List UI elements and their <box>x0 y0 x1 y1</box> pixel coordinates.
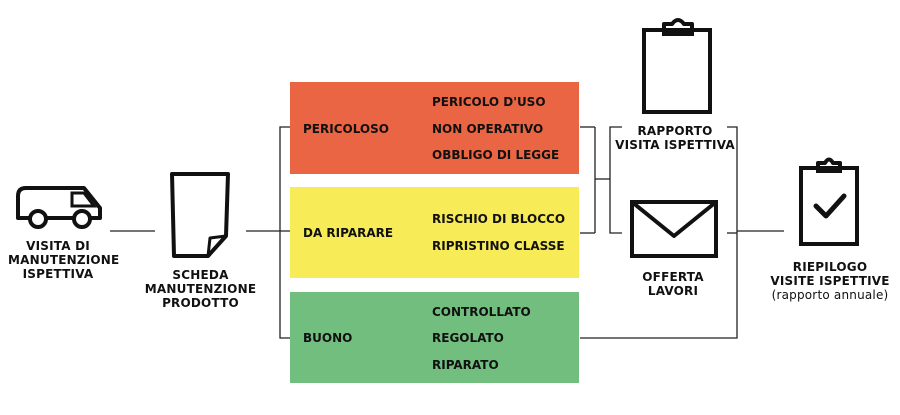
category-item: REGOLATO <box>432 331 504 345</box>
category-name: BUONO <box>303 331 353 345</box>
document-icon <box>170 172 230 258</box>
report-label: RAPPORTO VISITA ISPETTIVA <box>605 124 745 152</box>
sheet-label-line1: SCHEDA <box>172 268 229 282</box>
summary-note: (rapporto annuale) <box>771 288 889 302</box>
van-icon <box>16 186 102 229</box>
summary-label: RIEPILOGO VISITE ISPETTIVE (rapporto ann… <box>764 260 896 302</box>
visit-label-line1: VISITA DI <box>26 239 90 253</box>
report-label-line1: RAPPORTO <box>637 124 713 138</box>
offer-label-line1: OFFERTA <box>642 270 704 284</box>
category-item: CONTROLLATO <box>432 305 531 319</box>
summary-label-line2: VISITE ISPETTIVE <box>770 274 890 288</box>
category-box-good: BUONO CONTROLLATO REGOLATO RIPARATO <box>290 292 579 383</box>
envelope-icon <box>630 200 718 258</box>
report-label-line2: VISITA ISPETTIVA <box>615 138 735 152</box>
clipboard-check-icon <box>799 157 859 246</box>
summary-label-line1: RIEPILOGO <box>792 260 868 274</box>
visit-label-line2: MANUTENZIONE <box>8 253 120 267</box>
clipboard-icon <box>642 18 712 114</box>
category-item: NON OPERATIVO <box>432 122 544 136</box>
offer-label-line2: LAVORI <box>647 284 699 298</box>
category-name: DA RIPARARE <box>303 226 394 240</box>
sheet-label: SCHEDA MANUTENZIONE PRODOTTO <box>143 268 258 310</box>
offer-label: OFFERTA LAVORI <box>618 270 728 298</box>
category-box-to-repair: DA RIPARARE RISCHIO DI BLOCCO RIPRISTINO… <box>290 187 579 278</box>
visit-label-line3: ISPETTIVA <box>22 267 94 281</box>
category-item: RIPRISTINO CLASSE <box>432 239 565 253</box>
category-item: RISCHIO DI BLOCCO <box>432 212 566 226</box>
category-name: PERICOLOSO <box>303 122 389 136</box>
category-item: RIPARATO <box>432 358 499 372</box>
category-item: PERICOLO D'USO <box>432 95 546 109</box>
visit-label: VISITA DI MANUTENZIONE ISPETTIVA <box>8 239 120 281</box>
sheet-label-line2: MANUTENZIONE <box>144 282 257 296</box>
category-box-dangerous: PERICOLOSO PERICOLO D'USO NON OPERATIVO … <box>290 82 579 174</box>
category-item: OBBLIGO DI LEGGE <box>432 148 560 162</box>
sheet-label-line3: PRODOTTO <box>162 296 239 310</box>
